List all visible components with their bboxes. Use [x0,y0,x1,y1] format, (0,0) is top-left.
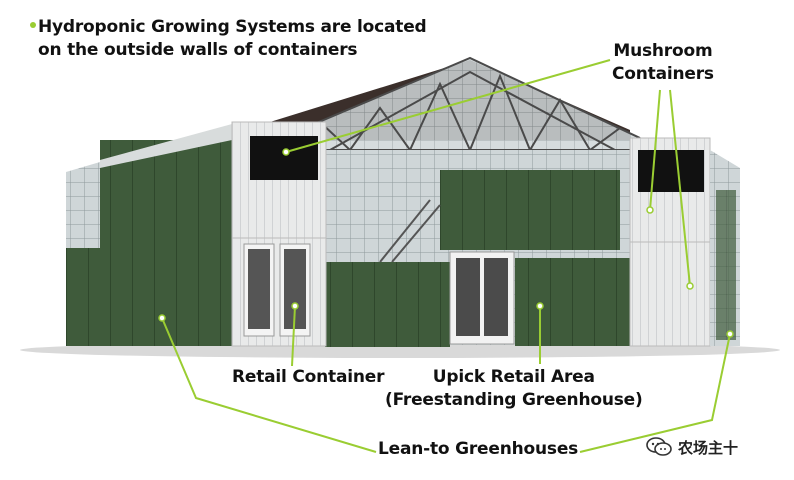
mushroom-containers [629,137,711,347]
hydroponic-label: Hydroponic Growing Systems are located o… [38,16,427,62]
hydroponic-bullet [30,22,36,28]
leader-lines [161,59,731,453]
left-leanto-greenhouse [66,124,234,346]
hydroponic-label-line2: on the outside walls of containers [38,40,358,60]
retail-container-label: Retail Container [232,366,384,389]
retail-container [231,237,327,347]
leanto-label: Lean-to Greenhouses [378,438,578,461]
upick-label-line2: (Freestanding Greenhouse) [385,390,643,410]
watermark-text: 农场主十 [678,438,739,457]
wechat-icon [646,437,672,456]
right-leanto-greenhouse [710,150,740,346]
upick-label-line1: Upick Retail Area [432,367,595,387]
leader-dots [158,148,734,338]
mushroom-label-line1: Mushroom [613,41,713,61]
upper-left-container [231,121,327,239]
leanto-text: Lean-to Greenhouses [378,439,579,459]
upick-label: Upick Retail Area (Freestanding Greenhou… [385,366,643,412]
mushroom-label: Mushroom Containers [612,40,714,86]
central-greenhouse [270,56,641,347]
mushroom-label-line2: Containers [612,64,714,84]
retail-container-text: Retail Container [232,367,385,387]
hydroponic-label-line1: Hydroponic Growing Systems are located [38,17,427,37]
watermark: 农场主十 [646,436,738,458]
